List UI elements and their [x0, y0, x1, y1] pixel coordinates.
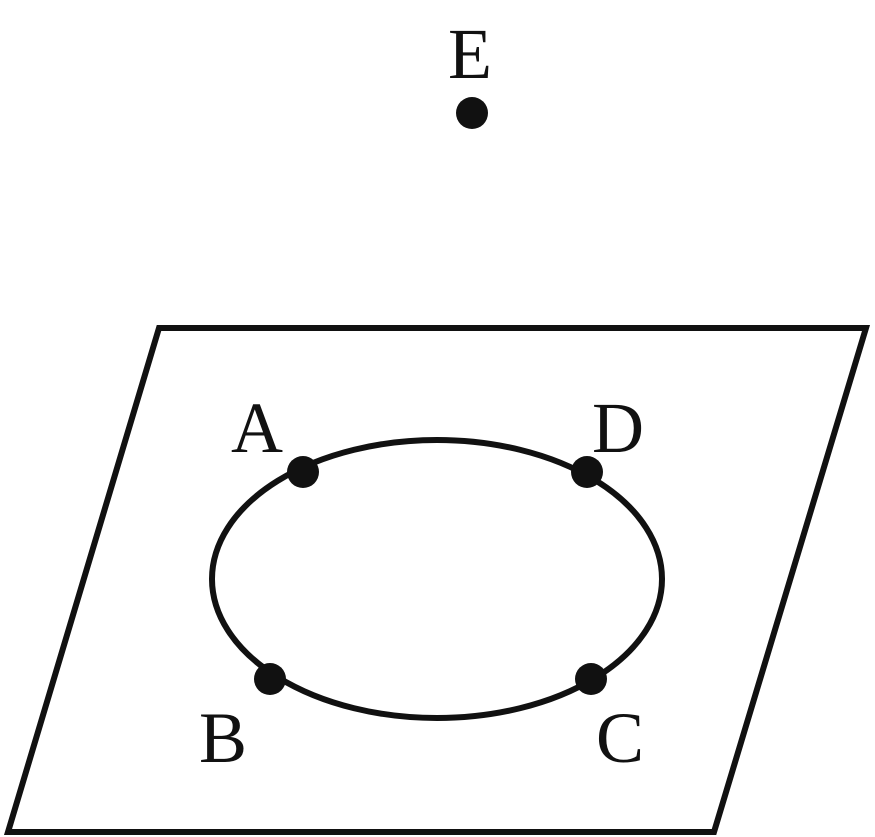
point-a — [287, 456, 319, 488]
point-d — [571, 456, 603, 488]
plane-parallelogram — [3, 325, 871, 835]
label-c: C — [596, 698, 644, 778]
point-b — [254, 663, 286, 695]
point-e — [456, 97, 488, 129]
circle-ellipse — [209, 437, 665, 721]
label-a: A — [231, 388, 283, 468]
label-b: B — [199, 698, 247, 778]
label-e: E — [448, 14, 492, 94]
point-c — [575, 663, 607, 695]
label-d: D — [592, 388, 644, 468]
